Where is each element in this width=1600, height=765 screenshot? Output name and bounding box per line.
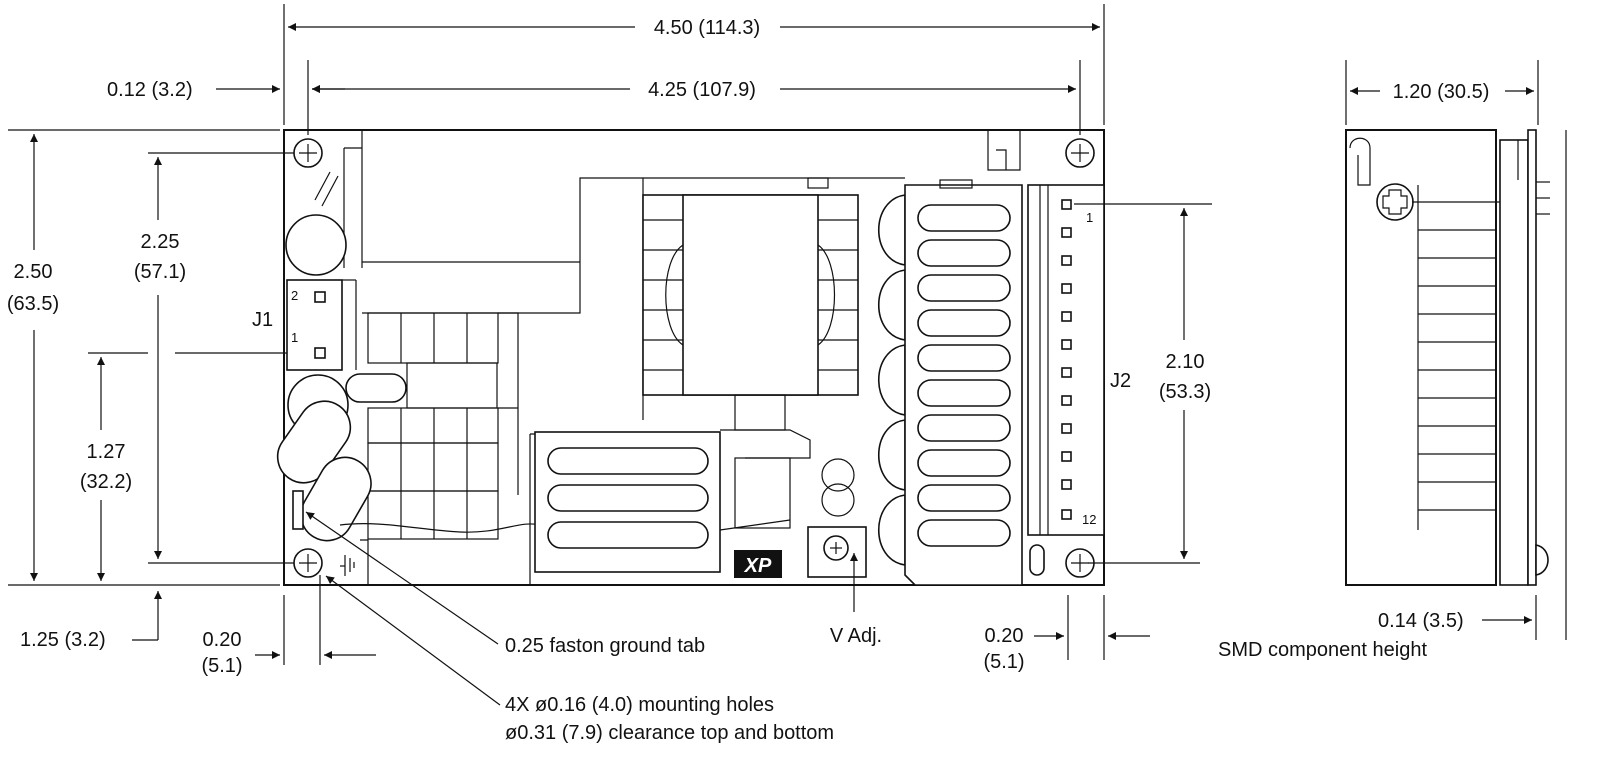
callout-v-adj: V Adj.	[830, 553, 882, 647]
dim-j1-to-top-in: 2.25	[141, 231, 180, 253]
j1-pin2-label: 2	[291, 288, 298, 303]
dim-left-edge-in: 0.20	[203, 629, 242, 651]
dim-j2-span-in: 2.10	[1166, 351, 1205, 373]
dim-bottom-offset-text: 1.25 (3.2)	[20, 629, 106, 651]
dim-right-edge-in: 0.20	[985, 625, 1024, 647]
clearance-label: ø0.31 (7.9) clearance top and bottom	[505, 722, 834, 744]
v-adj-potentiometer	[807, 526, 867, 578]
dim-overall-height-in: 2.50	[14, 261, 53, 283]
dim-j2-span-mm: (53.3)	[1159, 381, 1211, 403]
dim-hole-offset-text: 0.12 (3.2)	[107, 79, 193, 101]
dimension-bottom-offset: 1.25 (3.2)	[20, 591, 162, 651]
extension-lines-bottom	[283, 575, 1105, 665]
side-view: 1.20 (30.5)	[1345, 60, 1550, 586]
transformer	[642, 177, 905, 431]
j2-pin12-label: 12	[1082, 512, 1096, 527]
dim-j1-pin1-in: 1.27	[87, 441, 126, 463]
xp-logo: XP	[734, 550, 782, 578]
dim-j1-pin1-mm: (32.2)	[80, 471, 132, 493]
j1-pin1-label: 1	[291, 330, 298, 345]
smd-note-label: SMD component height	[1218, 639, 1427, 661]
j2-connector: 1 12	[1027, 184, 1105, 576]
dim-left-edge-mm: (5.1)	[201, 655, 242, 677]
j2-pin1-label: 1	[1086, 210, 1093, 225]
dimension-overall-length: 4.50 (114.3)	[288, 17, 1100, 39]
extension-lines-left	[8, 129, 310, 586]
board-top-view: 2 1 J1	[252, 129, 1131, 586]
dimension-hole-spacing: 4.25 (107.9)	[312, 79, 1076, 101]
dim-overall-height-mm: (63.5)	[7, 293, 59, 315]
j1-connector: 2 1	[286, 279, 357, 371]
output-heatsink	[904, 179, 1023, 586]
power-transistors	[367, 312, 519, 540]
j2-label: J2	[1110, 370, 1131, 392]
extension-lines-top	[283, 4, 1105, 135]
dim-right-edge-mm: (5.1)	[983, 651, 1024, 673]
dim-j1-to-top-mm: (57.1)	[134, 261, 186, 283]
v-adj-label: V Adj.	[830, 625, 882, 647]
mounting-hole-bottom-left	[293, 548, 323, 578]
mounting-holes-label: 4X ø0.16 (4.0) mounting holes	[505, 694, 774, 716]
dim-hole-spacing-text: 4.25 (107.9)	[648, 79, 756, 101]
callout-mounting-holes: 4X ø0.16 (4.0) mounting holes ø0.31 (7.9…	[325, 575, 834, 744]
dimension-right-edge: 0.20 (5.1)	[983, 625, 1150, 673]
dimension-j1-pin1: 1.27 (32.2)	[80, 357, 132, 581]
dimension-left-edge: 0.20 (5.1)	[201, 629, 376, 677]
dim-overall-length-text: 4.50 (114.3)	[654, 17, 760, 39]
dim-overall-width-text: 1.20 (30.5)	[1393, 81, 1490, 103]
dimension-smd-height: 0.14 (3.5) SMD component height	[1218, 130, 1567, 661]
dimension-j2-span: 2.10 (53.3)	[1074, 203, 1212, 564]
xp-logo-text: XP	[744, 555, 772, 577]
dimension-overall-height: 2.50 (63.5)	[7, 134, 59, 581]
ground-tab-label: 0.25 faston ground tab	[505, 635, 705, 657]
mounting-hole-top-right	[1065, 138, 1095, 168]
dim-smd-height-text: 0.14 (3.5)	[1378, 610, 1464, 632]
callout-ground-tab: 0.25 faston ground tab	[305, 511, 705, 657]
ground-tab	[292, 490, 355, 576]
mounting-hole-top-left	[293, 138, 323, 168]
dimension-j1-to-top: 2.25 (57.1)	[134, 157, 186, 559]
j1-label: J1	[252, 309, 273, 331]
dimension-hole-offset: 0.12 (3.2)	[107, 79, 345, 101]
